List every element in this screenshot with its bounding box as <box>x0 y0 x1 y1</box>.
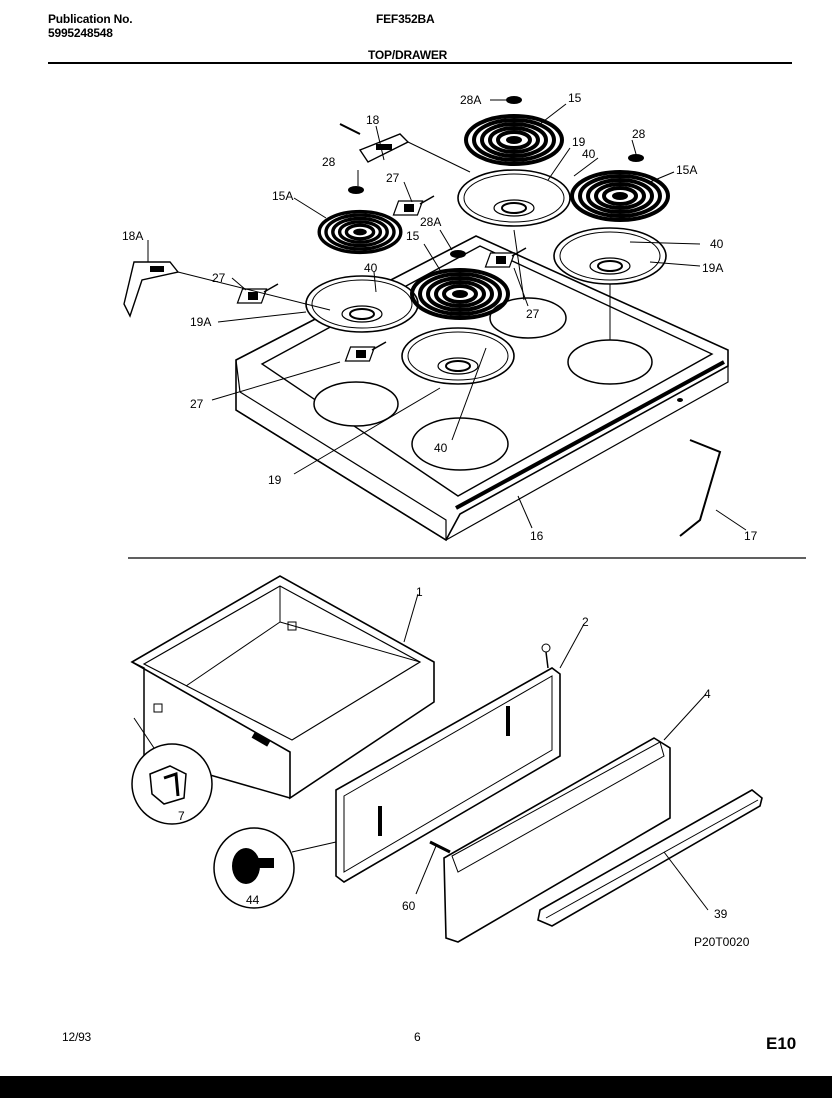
header-rule <box>48 62 792 64</box>
publication-number: 5995248548 <box>48 26 113 40</box>
footer-date: 12/93 <box>62 1030 92 1044</box>
callout-28A-top: 28A <box>460 93 481 107</box>
drip-bowl-19A-left <box>305 275 419 333</box>
drip-bowl-19A-right <box>553 227 667 285</box>
spacer-28-right <box>628 154 644 162</box>
callout-19-low: 19 <box>268 473 282 487</box>
surface-element-15-top <box>464 114 564 166</box>
callout-19-top: 19 <box>572 135 586 149</box>
support-rod-17 <box>679 439 722 537</box>
drip-bowl-19-low <box>401 327 515 385</box>
callout-40-top: 40 <box>582 147 596 161</box>
callout-40-right: 40 <box>710 237 724 251</box>
surface-element-15A-left <box>317 209 403 255</box>
model-number: FEF352BA <box>376 12 435 26</box>
callout-19A-left: 19A <box>190 315 211 329</box>
bracket-18 <box>339 123 471 173</box>
footer-page-number: 6 <box>414 1030 421 1044</box>
callout-28A-mid: 28A <box>420 215 441 229</box>
surface-element-15-mid <box>410 268 510 320</box>
exploded-parts-diagram: 28A 15 18 19 40 28 28 27 15A 15A 28A 15 … <box>122 91 806 949</box>
callout-7: 7 <box>178 809 185 823</box>
callout-15-mid: 15 <box>406 229 420 243</box>
callout-28-left: 28 <box>322 155 336 169</box>
callout-39: 39 <box>714 907 728 921</box>
footer-page-code: E10 <box>766 1034 797 1053</box>
callout-4: 4 <box>704 687 711 701</box>
surface-element-15A-right <box>570 170 670 222</box>
callout-18A: 18A <box>122 229 143 243</box>
callout-18: 18 <box>366 113 380 127</box>
spacer-28A-top <box>506 96 522 104</box>
callout-15A-left: 15A <box>272 189 293 203</box>
spacer-28A-mid <box>450 250 466 258</box>
scan-edge-band <box>0 1076 832 1098</box>
leader-lines-top <box>147 99 747 531</box>
receptacle-27-top <box>392 195 435 216</box>
detail-circle-44 <box>213 827 337 909</box>
callout-15A-right: 15A <box>676 163 697 177</box>
callout-1: 1 <box>416 585 423 599</box>
drawer-front-4 <box>443 737 671 943</box>
callout-28-right: 28 <box>632 127 646 141</box>
callout-40-low: 40 <box>434 441 448 455</box>
section-title: TOP/DRAWER <box>368 48 448 62</box>
figure-code: P20T0020 <box>694 935 750 949</box>
callout-40-mid: 40 <box>364 261 378 275</box>
drawer-front-panel-2 <box>335 643 561 883</box>
callout-27-low: 27 <box>190 397 204 411</box>
spacer-28-left <box>348 186 364 194</box>
handle-39 <box>537 789 763 927</box>
callout-19A-right: 19A <box>702 261 723 275</box>
detail-circle-7 <box>131 717 213 825</box>
screw-60 <box>429 840 451 854</box>
callout-44: 44 <box>246 893 260 907</box>
callout-15-top: 15 <box>568 91 582 105</box>
bracket-18A <box>123 261 331 318</box>
callout-27-mid: 27 <box>526 307 540 321</box>
publication-label: Publication No. <box>48 12 133 26</box>
callout-60: 60 <box>402 899 416 913</box>
receptacle-27-left <box>236 283 279 304</box>
callout-17: 17 <box>744 529 758 543</box>
callout-16: 16 <box>530 529 544 543</box>
drawer-body-1 <box>130 575 435 800</box>
leader-lines-bottom <box>403 593 709 911</box>
callout-27-left: 27 <box>212 271 226 285</box>
callout-27-top: 27 <box>386 171 400 185</box>
callout-2: 2 <box>582 615 589 629</box>
drip-bowl-19-top <box>457 169 571 227</box>
